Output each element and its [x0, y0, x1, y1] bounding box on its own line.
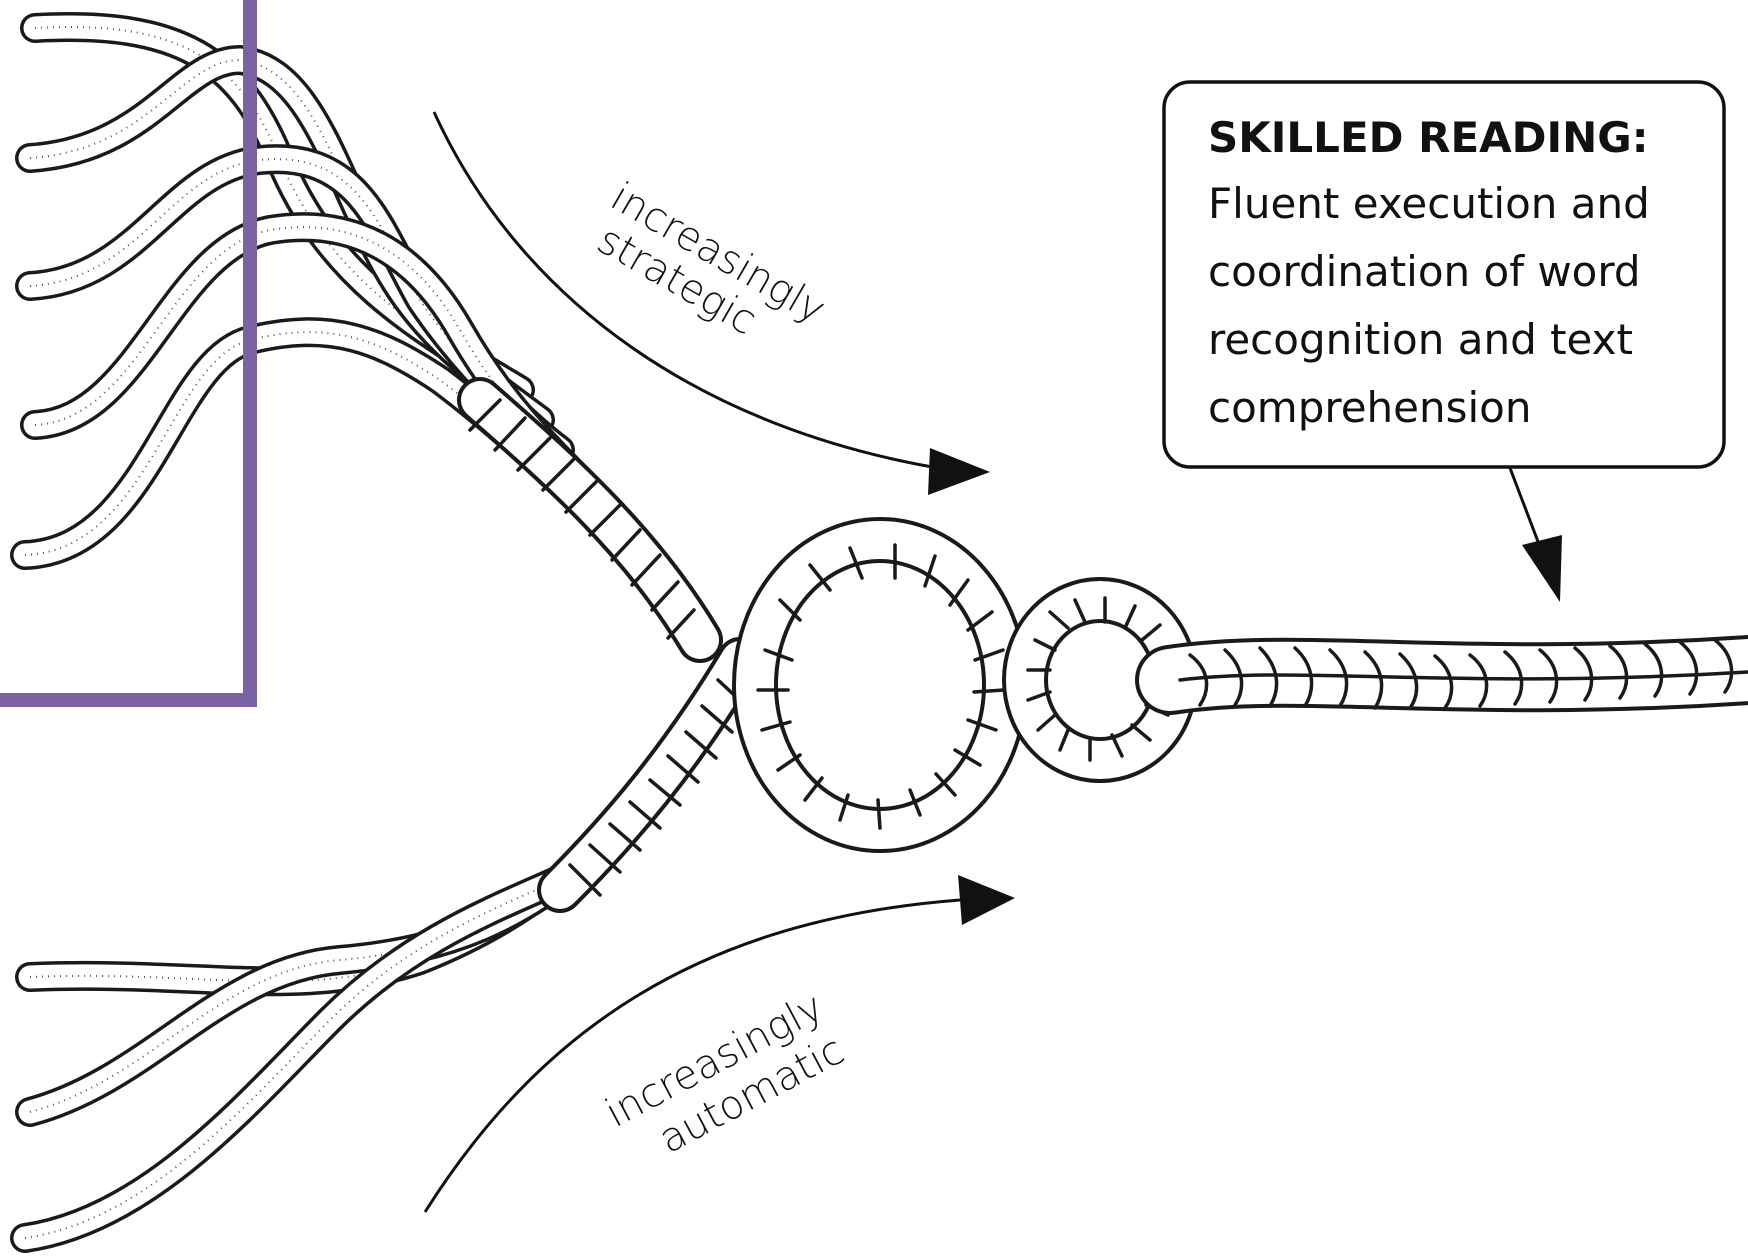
callout-pointer-arrow	[1508, 467, 1562, 602]
callout-line-3: recognition and text	[1208, 315, 1633, 364]
upper-twisted-rope	[457, 377, 723, 663]
callout-line-4: comprehension	[1208, 383, 1532, 432]
lower-strands	[10, 637, 763, 1253]
final-braid	[1135, 635, 1748, 715]
skilled-reading-callout: SKILLED READING: Fluent execution and co…	[1162, 80, 1726, 469]
lower-strand-3	[10, 855, 595, 1253]
callout-box	[1162, 80, 1726, 469]
strategic-arrow	[432, 111, 990, 495]
callout-title: SKILLED READING:	[1208, 113, 1649, 162]
automatic-label: increasingly automatic	[598, 984, 852, 1163]
braid-loops	[732, 517, 1198, 853]
automatic-arrow	[423, 875, 1015, 1213]
callout-line-2: coordination of word	[1208, 247, 1641, 296]
lower-twisted-rope	[537, 637, 763, 913]
callout-line-1: Fluent execution and	[1208, 179, 1650, 228]
loop-twist-marks	[756, 543, 1176, 830]
upper-strands	[10, 12, 723, 663]
upper-strands-highlight-frame	[0, 0, 257, 707]
strategic-label: increasingly strategic	[590, 174, 834, 344]
